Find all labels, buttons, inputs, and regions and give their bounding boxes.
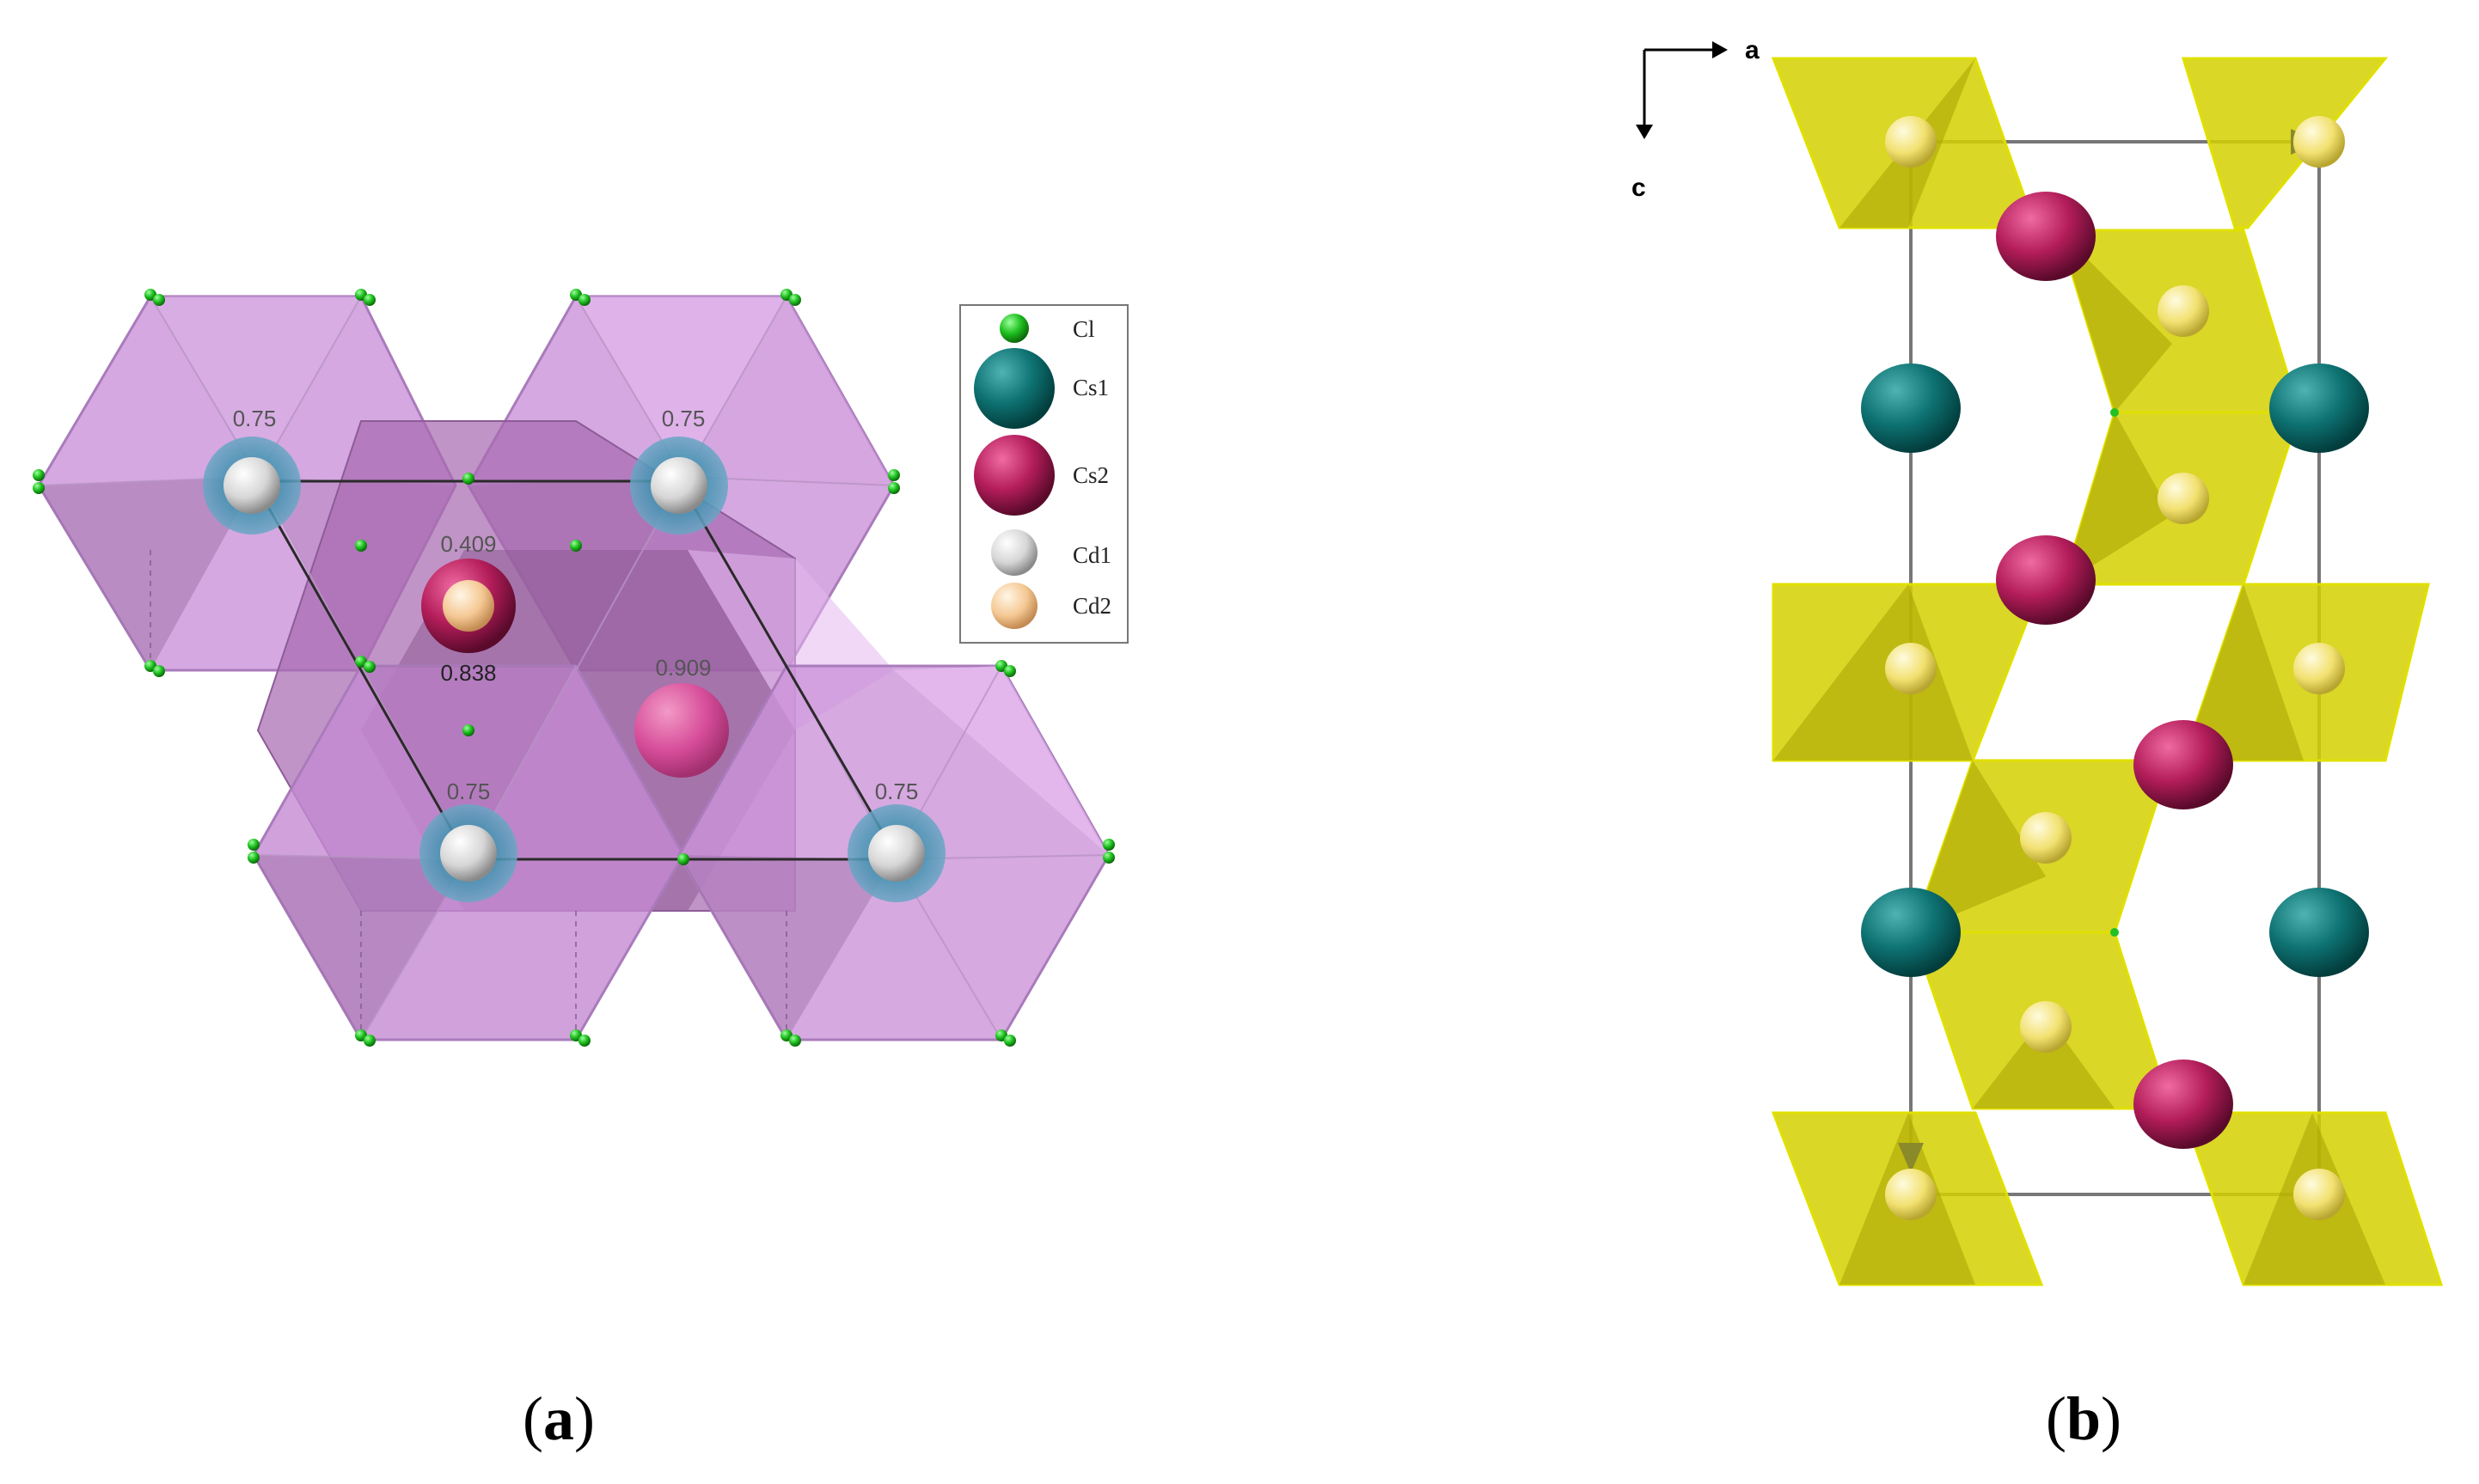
cs2-atom <box>2133 720 2233 809</box>
cl-atom <box>570 540 582 552</box>
cd-atoms <box>1885 116 2345 1220</box>
octahedron <box>2181 57 2389 229</box>
cl-atom <box>248 839 260 864</box>
cs2-atom <box>1996 535 2096 625</box>
caption-a-letter: a <box>542 1384 574 1453</box>
caption-a: (a) <box>523 1384 595 1453</box>
cl-atom <box>144 660 165 677</box>
cd1-site <box>630 437 728 534</box>
cd-atom <box>2293 116 2345 168</box>
legend-item-cs2: Cs2 <box>974 435 1109 516</box>
cl-atom <box>33 469 45 494</box>
cl-atoms <box>33 289 1115 1047</box>
occupancy-label: 0.409 <box>440 531 496 557</box>
cd1-site <box>203 437 301 534</box>
cs2-cd2-site <box>421 559 516 653</box>
cl-atom <box>677 853 689 865</box>
cl-atoms <box>2110 408 2119 937</box>
legend-item-cs1: Cs1 <box>974 348 1109 429</box>
cdcl6-polyhedra <box>37 295 1111 1041</box>
caption-b-letter: b <box>2066 1384 2102 1453</box>
cd-atom <box>2020 1001 2072 1053</box>
cs1-atom <box>2269 363 2369 453</box>
svg-text:Cs2: Cs2 <box>1073 462 1109 488</box>
cs2-atom <box>1996 192 2096 281</box>
cd-atom <box>2158 285 2209 337</box>
panel-a: 0.75 0.75 0.75 0.75 0.409 0.838 0.909 Cl… <box>33 289 1129 1047</box>
cs1-atom <box>2269 888 2369 977</box>
cl-atom <box>144 289 165 306</box>
cs1-atom <box>1861 888 1961 977</box>
axis-label-c: c <box>1631 174 1646 202</box>
cl-atom <box>2110 408 2119 417</box>
cs2-atoms <box>1996 192 2233 1149</box>
axis-label-a: a <box>1745 36 1760 64</box>
cs1-atom <box>1861 363 1961 453</box>
cd-atom <box>1885 1169 1937 1220</box>
cl-atom <box>2110 928 2119 937</box>
cd1-site <box>419 804 517 902</box>
cd-atom <box>2020 812 2072 864</box>
occupancy-label: 0.75 <box>662 406 706 431</box>
svg-text:Cl: Cl <box>1073 316 1095 342</box>
occupancy-label: 0.838 <box>440 660 496 686</box>
cd-atom <box>1885 116 1937 168</box>
cl-atom <box>355 540 367 552</box>
cl-atom <box>355 1029 376 1047</box>
cl-atom <box>570 1029 591 1047</box>
cd-atom <box>2293 1169 2345 1220</box>
axis-indicator <box>1636 41 1728 139</box>
cl-atom <box>995 660 1016 677</box>
caption-b: (b) <box>2046 1384 2122 1453</box>
panel-b: a c <box>1631 36 2444 1286</box>
svg-text:Cd1: Cd1 <box>1073 542 1111 568</box>
cd-atom <box>1885 643 1937 694</box>
cl-atom <box>462 724 474 736</box>
cl-atom <box>570 289 591 306</box>
svg-text:Cd2: Cd2 <box>1073 593 1111 619</box>
cs2-site <box>634 683 729 778</box>
cd-atom <box>2158 473 2209 524</box>
cl-atom <box>462 473 474 485</box>
cl-atom <box>355 656 376 673</box>
cl-atom <box>780 1029 801 1047</box>
cd1-site <box>848 804 946 902</box>
occupancy-label: 0.75 <box>447 779 491 804</box>
cl-atom <box>888 469 900 494</box>
svg-text:Cs1: Cs1 <box>1073 375 1109 400</box>
legend-item-cd2: Cd2 <box>991 583 1111 629</box>
cl-atom <box>780 289 801 306</box>
cl-atom <box>995 1029 1016 1047</box>
cl-atom <box>1103 839 1115 864</box>
legend: Cl Cs1 Cs2 Cd1 Cd2 <box>959 304 1129 644</box>
cs1-atoms <box>1861 363 2369 977</box>
occupancy-label: 0.75 <box>233 406 277 431</box>
legend-item-cd1: Cd1 <box>991 529 1111 576</box>
occupancy-label: 0.909 <box>655 655 711 681</box>
cs2-atom <box>2133 1060 2233 1149</box>
site-labels: 0.75 0.75 0.75 0.75 0.409 0.838 0.909 <box>233 406 919 804</box>
legend-item-cl: Cl <box>1000 314 1095 343</box>
occupancy-label: 0.75 <box>875 779 919 804</box>
cd-atom <box>2293 643 2345 694</box>
cl-atom <box>355 289 376 306</box>
